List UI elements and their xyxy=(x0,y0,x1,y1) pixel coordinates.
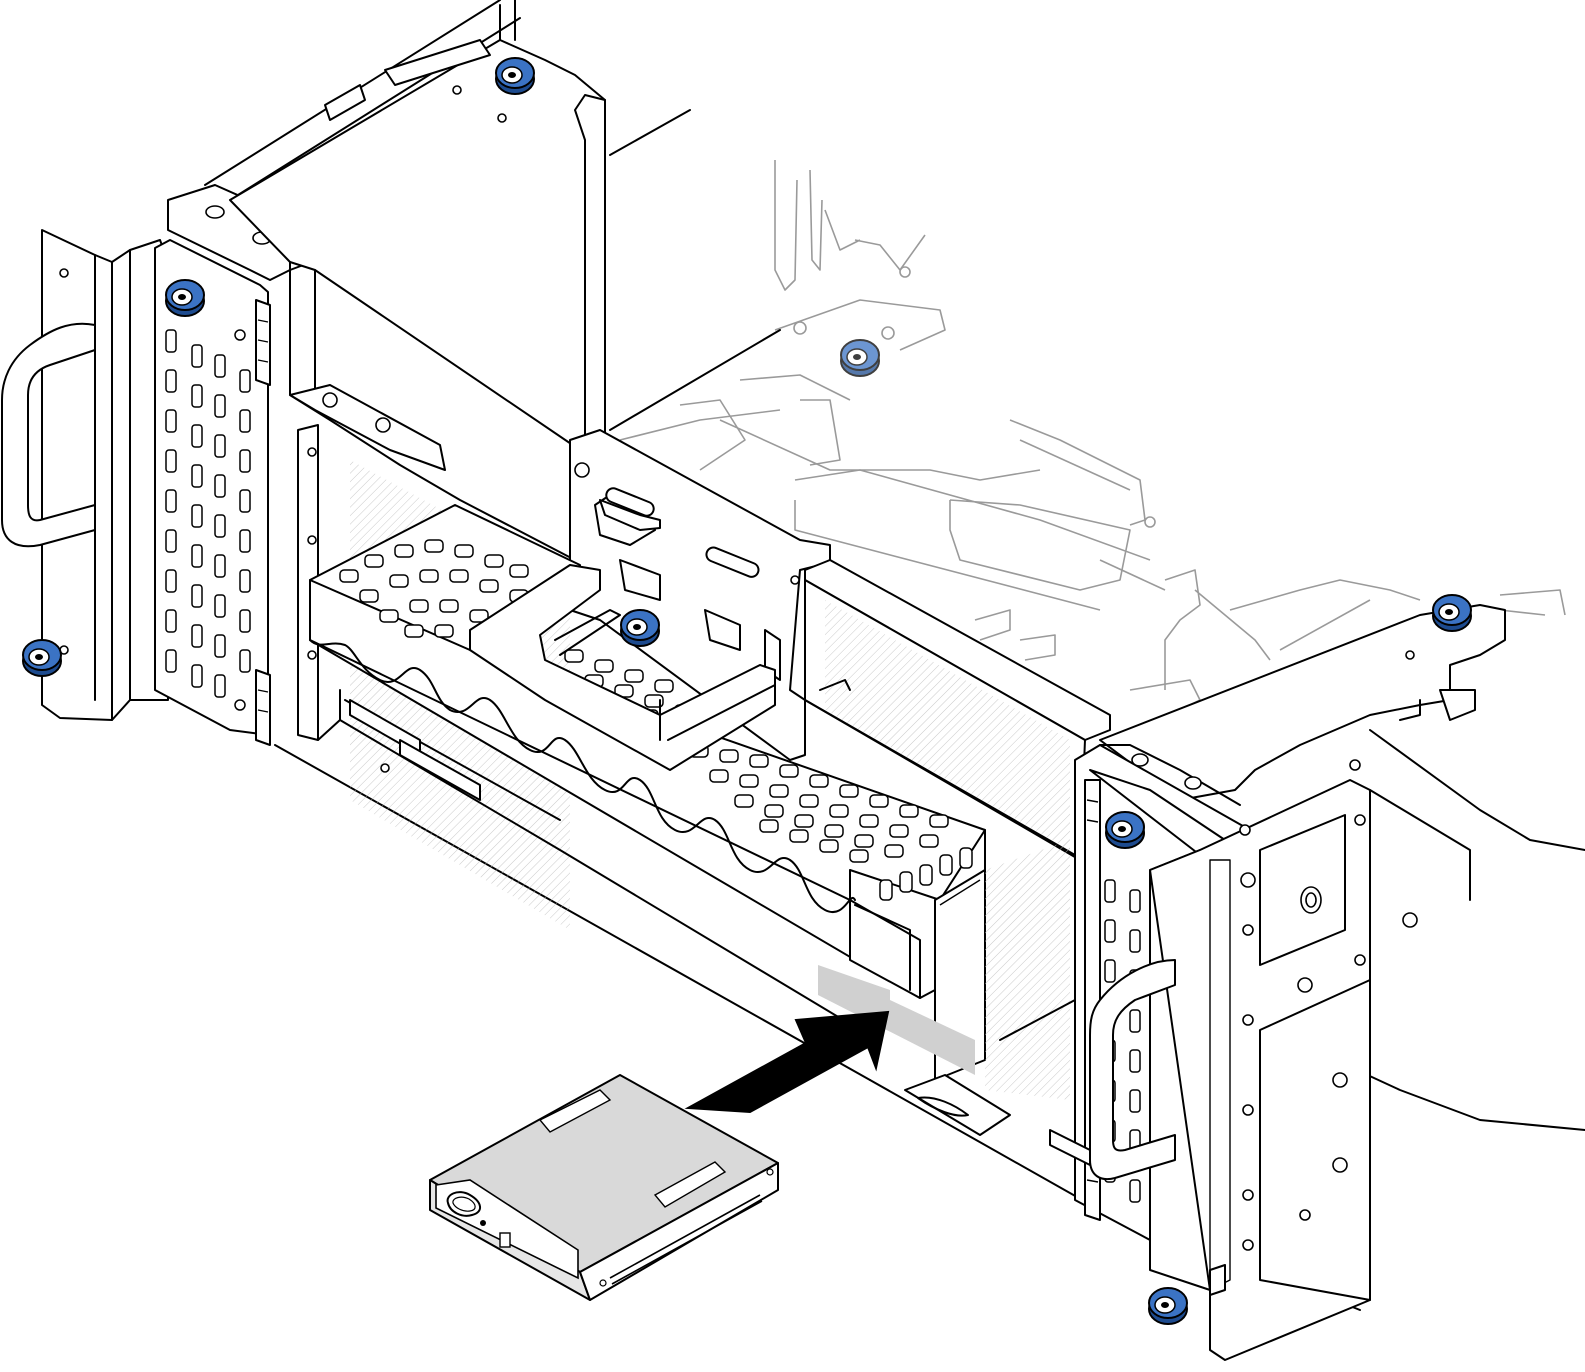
faded-interior xyxy=(619,160,1566,721)
thumbscrew-left-upper[interactable] xyxy=(165,279,205,317)
drive-module-icon[interactable] xyxy=(429,1074,779,1301)
thumbscrew-top-center[interactable] xyxy=(495,57,535,95)
vent-slots xyxy=(165,329,251,711)
arrow-insert-icon xyxy=(684,1010,890,1114)
handle-icon[interactable] xyxy=(1,322,96,548)
right-rear-bay xyxy=(1099,604,1506,806)
spring-latch xyxy=(605,487,760,578)
drive-cage xyxy=(309,504,986,1081)
thumbscrew-cage-inner[interactable] xyxy=(620,609,660,647)
thumbscrew-right-rear[interactable] xyxy=(1432,594,1472,632)
upper-bay xyxy=(229,0,606,561)
lower-right-rail xyxy=(818,840,1091,1166)
thumbscrew-faded-rear xyxy=(840,339,880,377)
handle-icon[interactable] xyxy=(1089,959,1176,1180)
right-bay-panel xyxy=(1074,744,1418,1361)
thumbscrew-right-upper[interactable] xyxy=(1105,811,1145,849)
thumbscrew-left-lower[interactable] xyxy=(22,639,62,677)
thumbscrew-right-lower[interactable] xyxy=(1148,1287,1188,1325)
